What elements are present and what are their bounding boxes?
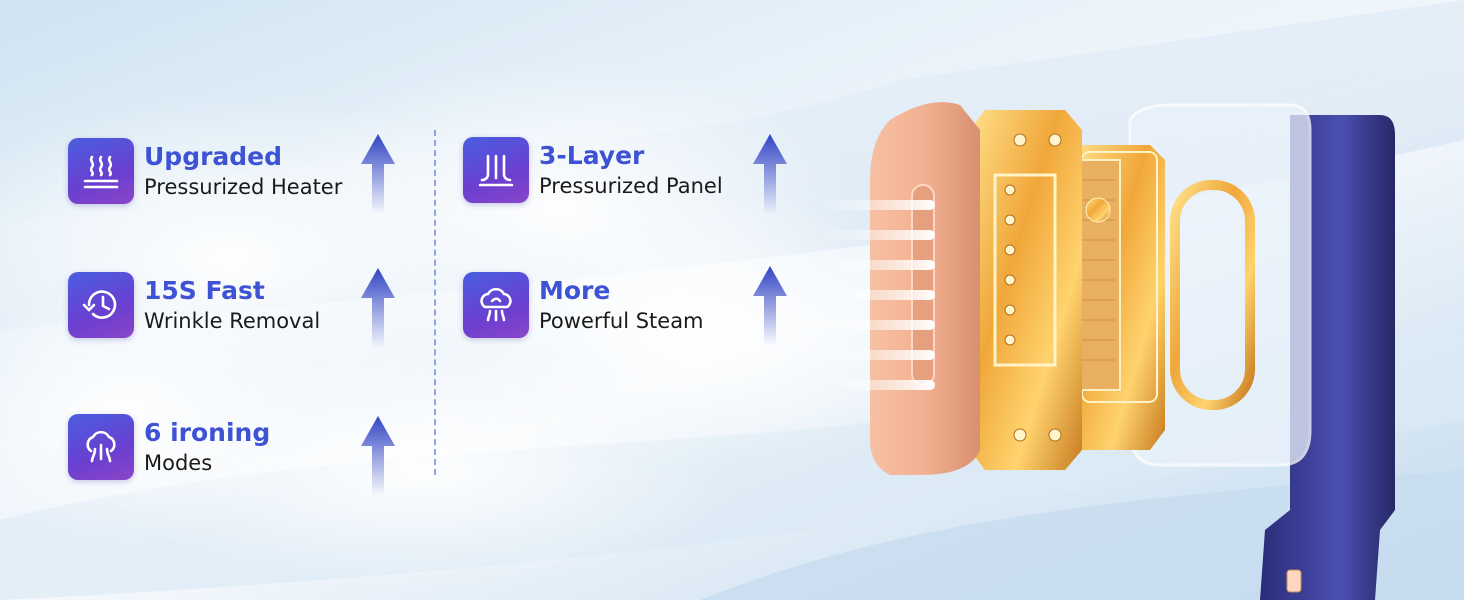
feature-subtitle: Wrinkle Removal: [144, 308, 321, 333]
feature-subtitle: Powerful Steam: [539, 308, 704, 333]
feature-title: More: [539, 276, 611, 306]
feature-title: 15S Fast: [144, 276, 265, 306]
feature-subtitle: Pressurized Heater: [144, 174, 343, 199]
steamer-exploded-view: [820, 102, 1395, 600]
steam-modes-icon: [68, 414, 134, 480]
feature-upgraded-heater: Upgraded Pressurized Heater: [68, 138, 342, 204]
feature-title: 6 ironing: [144, 418, 271, 448]
dashed-divider: [434, 130, 436, 475]
up-arrow-icon: [361, 134, 395, 214]
steam-cloud-icon: [463, 272, 529, 338]
up-arrow-icon: [361, 416, 395, 496]
up-arrow-icon: [753, 266, 787, 346]
feature-powerful-steam: More Powerful Steam: [463, 272, 704, 338]
feature-subtitle: Modes: [144, 450, 213, 475]
heater-icon: [68, 138, 134, 204]
feature-ironing-modes: 6 ironing Modes: [68, 414, 270, 480]
feature-fast-wrinkle-removal: 15S Fast Wrinkle Removal: [68, 272, 320, 338]
feature-title: Upgraded: [144, 142, 283, 172]
panel-layers-icon: [463, 137, 529, 203]
up-arrow-icon: [753, 134, 787, 214]
feature-title: 3-Layer: [539, 141, 645, 171]
timer-icon: [68, 272, 134, 338]
up-arrow-icon: [361, 268, 395, 348]
feature-subtitle: Pressurized Panel: [539, 173, 723, 198]
feature-3-layer-panel: 3-Layer Pressurized Panel: [463, 137, 723, 203]
